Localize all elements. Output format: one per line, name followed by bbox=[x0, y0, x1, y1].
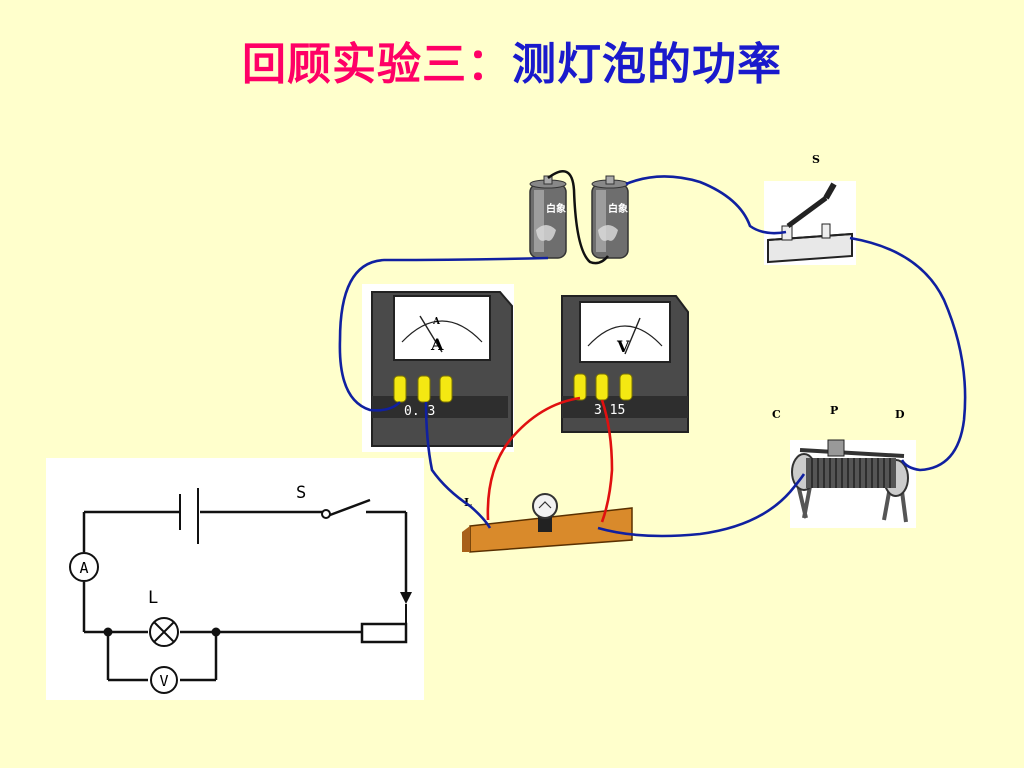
schematic-voltmeter-label: V bbox=[159, 672, 168, 690]
ammeter-unit-label: A bbox=[430, 335, 444, 354]
wire-battery-to-switch bbox=[625, 175, 787, 235]
schematic-voltmeter: V bbox=[150, 666, 178, 694]
schematic-lamp bbox=[149, 617, 179, 647]
ammeter-face-label: A bbox=[432, 317, 441, 327]
ammeter: A A 0. 3 bbox=[362, 284, 514, 452]
battery-pack: 白象 白象 bbox=[529, 170, 629, 265]
rheostat-label-P: P bbox=[830, 404, 838, 417]
red-wires bbox=[486, 396, 614, 523]
wire-lamp-to-rheostat bbox=[597, 473, 806, 538]
voltmeter-terminal-labels: 3 15 bbox=[594, 403, 625, 418]
wire-battery-to-ammeter bbox=[338, 256, 549, 412]
wire-ammeter-to-lamp bbox=[424, 401, 492, 529]
lamp-board: L bbox=[462, 493, 633, 553]
rheostat-label-C: C bbox=[772, 408, 781, 421]
title-review-part: 回顾实验三： bbox=[242, 39, 512, 90]
title-topic-part: 测灯泡的功率 bbox=[512, 39, 782, 90]
circuit-schematic: A V S L bbox=[46, 458, 424, 700]
voltmeter: V 3 15 bbox=[561, 295, 689, 433]
rheostat-label-D: D bbox=[895, 408, 905, 421]
slide-title: 回顾实验三：测灯泡的功率 bbox=[0, 28, 1024, 92]
battery-brand-text-2: 白象 bbox=[608, 202, 628, 215]
wire-voltmeter-to-lamp-right bbox=[600, 399, 614, 523]
ammeter-terminal-labels: 0. 3 bbox=[404, 404, 435, 419]
blue-wires bbox=[338, 175, 967, 538]
sliding-rheostat: C P D bbox=[772, 404, 916, 528]
switch-label-S: S bbox=[812, 153, 820, 166]
knife-switch: S bbox=[764, 153, 856, 265]
schematic-ammeter-label: A bbox=[79, 559, 88, 577]
schematic-switch-label: S bbox=[296, 483, 306, 503]
lamp-label-L: L bbox=[464, 496, 472, 509]
schematic-ammeter: A bbox=[69, 552, 99, 582]
battery-brand-text: 白象 bbox=[546, 202, 566, 215]
voltmeter-unit-label: V bbox=[616, 337, 630, 356]
wire-switch-to-rheostat bbox=[849, 236, 967, 472]
battery-link-wire bbox=[547, 170, 609, 265]
battery-right: 白象 bbox=[591, 175, 629, 259]
wire-voltmeter-to-lamp-left bbox=[486, 396, 581, 521]
schematic-lamp-label: L bbox=[148, 588, 158, 608]
battery-left: 白象 bbox=[529, 175, 567, 259]
